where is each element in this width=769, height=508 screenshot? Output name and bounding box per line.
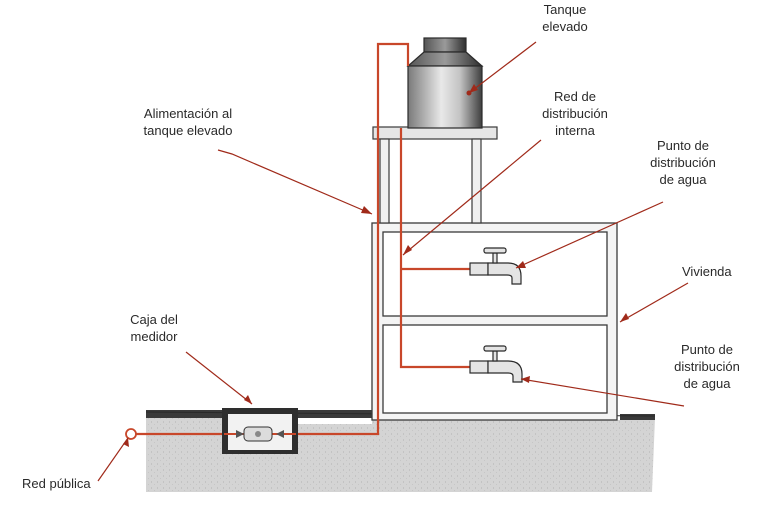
label-red-publica: Red pública xyxy=(22,476,91,491)
public-network-node xyxy=(125,428,137,440)
tank-stand xyxy=(372,126,498,224)
leader-arrowheads xyxy=(123,84,629,447)
leader-lines xyxy=(97,41,689,482)
faucet-top-icon xyxy=(469,247,522,285)
water-pipes xyxy=(132,42,472,436)
elevated-tank xyxy=(406,37,484,129)
label-caja-medidor: Caja del medidor xyxy=(130,312,178,344)
meter-box xyxy=(222,408,298,454)
label-tanque-elevado: Tanque elevado xyxy=(542,2,588,34)
faucet-bottom-icon xyxy=(469,345,523,383)
label-punto-distribucion-top: Punto de distribución de agua xyxy=(650,138,716,187)
label-red-distribucion: Red de distribución interna xyxy=(542,89,608,138)
label-punto-distribucion-bottom: Punto de distribución de agua xyxy=(674,342,740,391)
label-vivienda: Vivienda xyxy=(682,264,732,279)
label-alimentacion: Alimentación al tanque elevado xyxy=(143,106,233,138)
